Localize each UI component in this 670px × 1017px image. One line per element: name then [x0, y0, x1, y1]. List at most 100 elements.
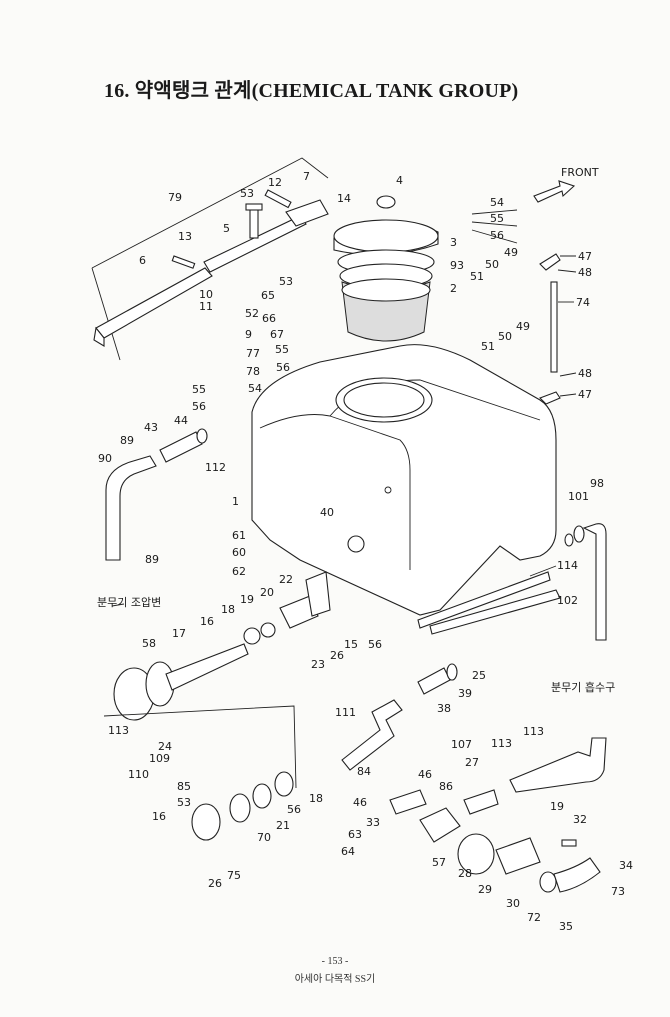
arm-part-5 [203, 215, 307, 273]
tank-strainer [337, 249, 435, 342]
callout: 48 [578, 266, 592, 279]
callout: 79 [168, 191, 182, 204]
callout: 15 [344, 638, 358, 651]
callout: 89 [145, 553, 159, 566]
callout: 10 [199, 288, 213, 301]
callout: 55 [490, 212, 504, 225]
callout: 16 [200, 615, 214, 628]
callout: 54 [248, 382, 262, 395]
callout: 63 [348, 828, 362, 841]
callout: 46 [353, 796, 367, 809]
callout: 17 [172, 627, 186, 640]
callout: 75 [227, 869, 241, 882]
callout: 13 [178, 230, 192, 243]
callout: 51 [470, 270, 484, 283]
callout: 84 [357, 765, 371, 778]
callout: 55 [275, 343, 289, 356]
callout: 56 [192, 400, 206, 413]
footer-model: 아세아 다목적 SS기 [294, 974, 376, 985]
callout: 53 [177, 796, 191, 809]
bracket-group-outline [91, 157, 329, 361]
return-hose-98 [564, 523, 607, 641]
valve-body-27 [389, 789, 601, 893]
callout: 16 [152, 810, 166, 823]
callout: 77 [246, 347, 260, 360]
callout: 53 [240, 187, 254, 200]
arm-part-6 [93, 267, 213, 347]
callout: 12 [268, 176, 282, 189]
callout: 47 [578, 250, 592, 263]
callout: 22 [279, 573, 293, 586]
callout: 44 [174, 414, 188, 427]
callout: 25 [472, 669, 486, 682]
sprayer-suction-port-label: 분무기 흡수구 [551, 680, 615, 694]
callout: 67 [270, 328, 284, 341]
callout: 4 [396, 174, 403, 187]
callout: 32 [573, 813, 587, 826]
callout: 27 [465, 756, 479, 769]
callout: 49 [516, 320, 530, 333]
callout-layer: 79 7 53 12 14 4 54 55 56 13 5 3 93 2 6 5… [98, 170, 633, 933]
bolt-12 [264, 189, 292, 209]
callout: 23 [311, 658, 325, 671]
callout: 72 [527, 911, 541, 924]
callout: 90 [98, 452, 112, 465]
callout: 60 [232, 546, 246, 559]
callout: 38 [437, 702, 451, 715]
callout: 112 [205, 461, 226, 474]
page-title: 16. 약액탱크 관계(CHEMICAL TANK GROUP) [104, 80, 519, 102]
bolt-33 [561, 839, 577, 847]
callout: 107 [451, 738, 472, 751]
callout: 86 [439, 780, 453, 793]
callout: 20 [260, 586, 274, 599]
callout: 1 [232, 495, 239, 508]
callout: 6 [139, 254, 146, 267]
callout: 14 [337, 192, 351, 205]
callout: 78 [246, 365, 260, 378]
fitting-38 [417, 663, 458, 695]
sprayer-pressure-valve-label: 분무기 조압변 [97, 596, 161, 609]
callout: 3 [450, 236, 457, 249]
callout: 18 [221, 603, 235, 616]
callout: 102 [557, 594, 578, 607]
page-number: - 153 - [321, 956, 349, 967]
rails-114 [417, 571, 561, 635]
callout: 109 [149, 752, 170, 765]
callout: 114 [557, 559, 578, 572]
callout: 28 [458, 867, 472, 880]
callout: 21 [276, 819, 290, 832]
callout: 113 [523, 725, 544, 738]
callout: 50 [498, 330, 512, 343]
callout: 93 [450, 259, 464, 272]
callout: 43 [144, 421, 158, 434]
callout: 113 [491, 737, 512, 750]
callout: 62 [232, 565, 246, 578]
callout: 70 [257, 831, 271, 844]
pump-shaft-assembly [113, 571, 331, 721]
pulley-70 [191, 771, 294, 841]
callout: 52 [245, 307, 259, 320]
callout: 29 [478, 883, 492, 896]
callout: 33 [366, 816, 380, 829]
bolt-13 [171, 255, 196, 269]
bolt-53-top [245, 203, 263, 239]
callout: 110 [128, 768, 149, 781]
callout: 101 [568, 490, 589, 503]
callout: 7 [303, 170, 310, 183]
callout: 40 [320, 506, 334, 519]
lower-group-outline [103, 705, 297, 789]
callout: 64 [341, 845, 355, 858]
callout: 47 [578, 388, 592, 401]
callout: 56 [368, 638, 382, 651]
bracket-7 [285, 199, 329, 227]
callout: 56 [490, 229, 504, 242]
callout: 58 [142, 637, 156, 650]
hose-107 [341, 699, 403, 771]
callout: 39 [458, 687, 472, 700]
fitting-43 [159, 428, 208, 463]
drain-pipe-74 [539, 253, 561, 405]
callout: 56 [287, 803, 301, 816]
callout: 53 [279, 275, 293, 288]
